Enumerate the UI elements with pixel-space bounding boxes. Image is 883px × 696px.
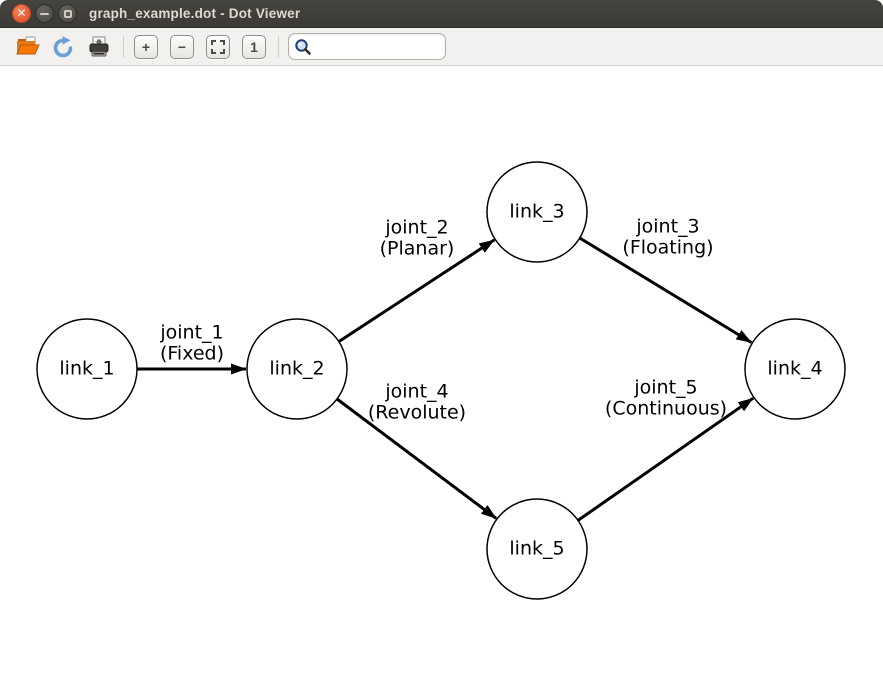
edge-label-joint_1: (Fixed) (160, 343, 224, 365)
graph-svg: joint_1(Fixed) joint_2(Planar) joint_3(Flo… (36, 161, 846, 600)
node-label-link_4: link_4 (767, 358, 822, 380)
node-label-link_2: link_2 (269, 358, 324, 380)
edge-link_2-link_3 (337, 238, 496, 343)
print-button[interactable] (84, 32, 114, 62)
minimize-icon (40, 12, 49, 15)
node-link_4 (744, 318, 846, 420)
zoom-out-button[interactable]: − (167, 32, 197, 62)
zoom-original-button[interactable]: 1 (239, 32, 269, 62)
edge-label-joint_5: (Continuous) (605, 398, 727, 420)
edge-link_3-link_4 (578, 236, 753, 344)
node-link_3 (486, 161, 588, 263)
node-label-link_1: link_1 (59, 358, 114, 380)
toolbar-separator (278, 35, 279, 58)
edge-link_2-link_5 (336, 397, 498, 520)
graph-canvas[interactable]: joint_1(Fixed) joint_2(Planar) joint_3(Flo… (0, 66, 883, 696)
reload-icon (53, 35, 73, 57)
edge-label-joint_5: joint_5 (633, 377, 697, 399)
edge-label-joint_4: joint_4 (384, 381, 448, 403)
window-title: graph_example.dot - Dot Viewer (89, 6, 301, 21)
close-icon: ✕ (16, 6, 27, 20)
reload-button[interactable] (48, 32, 78, 62)
edge-label-joint_3: (Floating) (622, 237, 713, 259)
node-link_5 (486, 498, 588, 600)
edge-label-joint_1: joint_1 (159, 322, 223, 344)
edge-label-joint_2: joint_2 (384, 217, 448, 239)
node-link_1 (36, 318, 138, 420)
node-label-link_5: link_5 (509, 538, 564, 560)
zoom-in-icon: + (134, 34, 158, 59)
maximize-button[interactable] (58, 4, 77, 23)
open-button[interactable] (12, 32, 42, 62)
close-button[interactable]: ✕ (12, 4, 31, 23)
minimize-button[interactable] (35, 4, 54, 23)
search-icon (295, 38, 311, 55)
maximize-icon (63, 9, 72, 18)
zoom-original-icon: 1 (242, 34, 266, 59)
edge-label-joint_3: joint_3 (635, 216, 699, 238)
open-folder-icon (16, 36, 40, 54)
edge-label-joint_4: (Revolute) (368, 402, 466, 424)
titlebar[interactable]: ✕ graph_example.dot - Dot Viewer (0, 0, 883, 28)
node-label-link_3: link_3 (509, 201, 564, 223)
printer-icon (89, 36, 109, 56)
zoom-fit-icon (206, 34, 230, 59)
zoom-in-button[interactable]: + (131, 32, 161, 62)
toolbar-separator (123, 35, 124, 58)
zoom-fit-button[interactable] (203, 32, 233, 62)
edge-link_5-link_4 (577, 396, 755, 522)
toolbar: + − 1 (0, 28, 883, 66)
node-link_2 (246, 318, 348, 420)
search-box[interactable] (288, 33, 446, 60)
zoom-out-icon: − (170, 34, 194, 59)
edge-label-joint_2: (Planar) (380, 238, 455, 260)
search-input[interactable] (312, 39, 440, 54)
